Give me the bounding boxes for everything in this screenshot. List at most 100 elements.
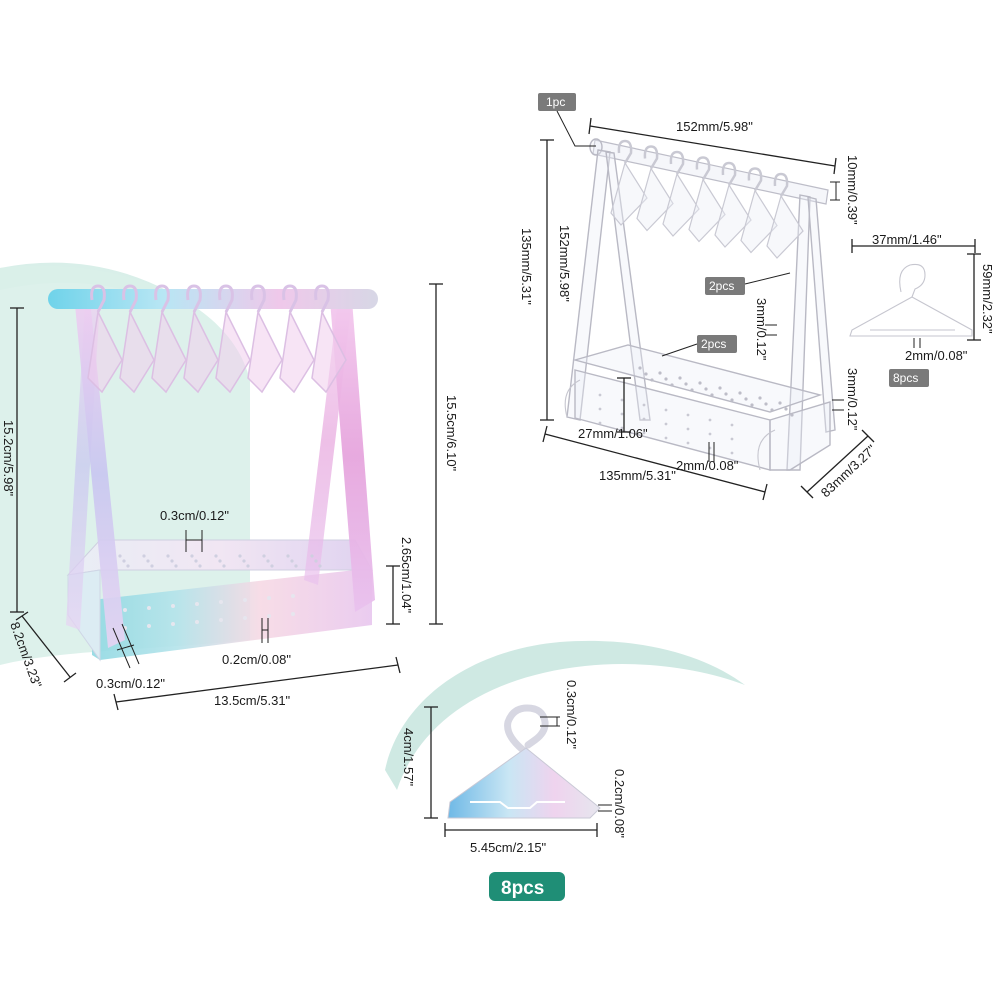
- right-hangers: [610, 139, 804, 259]
- svg-text:8pcs: 8pcs: [501, 878, 544, 899]
- left-hanger: [247, 284, 283, 394]
- left-base-hole: [190, 554, 194, 558]
- right-dim-depth: 83mm/3.27": [818, 441, 879, 500]
- right-front-hole: [664, 422, 668, 426]
- right-hanger-body: [610, 161, 648, 226]
- right-front-hole: [664, 408, 668, 412]
- right-hanger: [714, 161, 752, 248]
- right-dim-leg-thickness: 3mm/0.12": [754, 298, 769, 361]
- right-front-hole: [686, 413, 690, 417]
- left-base-hole: [126, 564, 130, 568]
- left-base-front: [92, 570, 372, 660]
- left-base-hole: [246, 564, 250, 568]
- hanger-dim-thickness: 2mm/0.08": [905, 348, 968, 363]
- left-base-hole: [238, 554, 242, 558]
- right-dim-outer-height: 135mm/5.31": [519, 228, 534, 305]
- left-hanger-body: [311, 309, 347, 394]
- right-front-hole: [730, 451, 734, 455]
- right-front-hole: [708, 432, 712, 436]
- right-hanger-body: [636, 167, 674, 232]
- mint-arc-bottom: [385, 640, 745, 790]
- left-hanger-body: [87, 309, 123, 394]
- left-front-hole: [219, 618, 223, 622]
- left-base-hole: [310, 554, 314, 558]
- badge-hangers-large: 8pcs: [489, 872, 565, 901]
- right-dim-hole-gap: 2mm/0.08": [676, 458, 739, 473]
- left-base-hole: [266, 559, 270, 563]
- left-hanger-hook: [154, 284, 170, 313]
- detail-dim-height: 4cm/1.57": [401, 728, 416, 786]
- left-hanger: [151, 284, 187, 394]
- left-front-hole: [171, 622, 175, 626]
- hanger-detail-body: [447, 747, 601, 819]
- small-hanger-illustration: [849, 263, 973, 337]
- left-hanger-hook: [282, 284, 298, 313]
- right-hanger-hook: [747, 167, 763, 192]
- left-base-hole: [170, 559, 174, 563]
- left-base-hole: [122, 559, 126, 563]
- right-base-hole: [690, 388, 694, 392]
- right-base-hole: [710, 393, 714, 397]
- hanger-detail-dimensions: 4cm/1.57" 0.3cm/0.12" 0.2cm/0.08" 5.45cm…: [401, 680, 627, 855]
- left-dim-width: 13.5cm/5.31": [214, 693, 291, 708]
- right-dim-bar-diameter: 10mm/0.39": [845, 155, 860, 225]
- right-front-hole: [598, 407, 602, 411]
- right-leg-right: [786, 194, 811, 471]
- right-hanger-hook: [721, 161, 737, 186]
- left-base-hole: [150, 564, 154, 568]
- right-hanger-hook: [695, 156, 711, 181]
- left-hanger-hook: [218, 284, 234, 313]
- right-hanger-hook: [669, 150, 685, 175]
- left-front-hole: [291, 594, 295, 598]
- left-front-hole: [147, 606, 151, 610]
- right-base-hole: [644, 372, 648, 376]
- right-dim-bar-width: 152mm/5.98": [676, 119, 753, 134]
- left-base-hole: [290, 559, 294, 563]
- right-base-hole: [718, 386, 722, 390]
- left-rack-illustration: [48, 284, 378, 662]
- right-hanger-body: [766, 194, 804, 259]
- right-base-hole: [684, 382, 688, 386]
- left-base-hole: [146, 559, 150, 563]
- right-hanger-body: [740, 189, 778, 254]
- left-front-hole: [195, 602, 199, 606]
- left-hanger-hook: [250, 284, 266, 313]
- right-front-hole: [664, 436, 668, 440]
- right-front-hole: [598, 393, 602, 397]
- left-base-hole: [222, 564, 226, 568]
- left-dim-panel-thickness: 0.3cm/0.12": [96, 676, 165, 691]
- right-dim-base-thickness: 3mm/0.12": [845, 368, 860, 431]
- left-hanger: [279, 284, 315, 394]
- left-hanger-body: [215, 309, 251, 394]
- right-hanger-body: [688, 178, 726, 243]
- right-base-hole: [770, 408, 774, 412]
- detail-dim-width: 5.45cm/2.15": [470, 840, 547, 855]
- right-base-hole: [704, 387, 708, 391]
- svg-text:1pc: 1pc: [546, 95, 565, 109]
- left-dim-frame-height: 15.2cm/5.98": [1, 420, 16, 497]
- detail-dim-thickness: 0.2cm/0.08": [612, 769, 627, 838]
- right-front-hole: [620, 398, 624, 402]
- left-hanger-hook: [314, 284, 330, 313]
- left-hanger: [183, 284, 219, 394]
- right-dim-base-height: 27mm/1.06": [578, 426, 648, 441]
- right-base-hole: [784, 407, 788, 411]
- left-hanger: [119, 284, 155, 394]
- right-hanger-body: [662, 172, 700, 237]
- right-base-hole: [724, 392, 728, 396]
- left-base-hole: [318, 564, 322, 568]
- right-front-hole: [642, 403, 646, 407]
- right-hanger: [740, 167, 778, 254]
- right-hanger-body: [714, 183, 752, 248]
- right-base-hole: [778, 401, 782, 405]
- right-base-hole: [638, 366, 642, 370]
- badge-hangers-small: 8pcs: [889, 369, 929, 387]
- left-base-hole: [314, 559, 318, 563]
- right-hanger-hook: [643, 145, 659, 170]
- left-base-hole: [194, 559, 198, 563]
- right-base-hole: [670, 383, 674, 387]
- right-front-hole: [598, 421, 602, 425]
- right-base-hole: [650, 378, 654, 382]
- right-hanger: [688, 156, 726, 243]
